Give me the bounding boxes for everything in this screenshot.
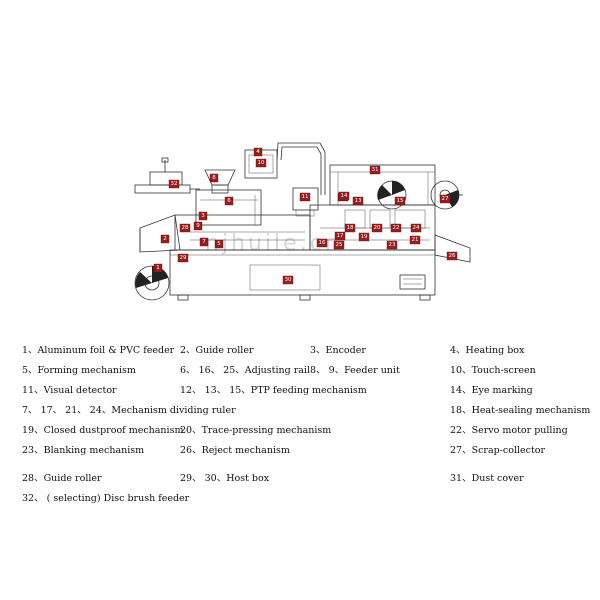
callout-24: 24: [410, 223, 422, 233]
svg-text:17: 17: [337, 233, 344, 239]
svg-text:30: 30: [285, 277, 292, 283]
legend-item: 20、Trace-pressing mechanism: [180, 425, 332, 436]
legend-item: 6、 16、 25、Adjusting rail: [180, 365, 310, 376]
callout-18: 18: [344, 223, 356, 233]
svg-text:22: 22: [393, 225, 400, 231]
callout-6: 6: [224, 196, 234, 206]
legend-item: 1、Aluminum foil & PVC feeder: [22, 345, 175, 356]
callout-20: 20: [371, 223, 383, 233]
callout-5: 5: [214, 239, 224, 249]
svg-text:13: 13: [355, 198, 362, 204]
svg-text:27: 27: [442, 196, 449, 202]
svg-text:4: 4: [256, 149, 260, 155]
svg-text:31: 31: [372, 167, 379, 173]
callout-23: 23: [386, 240, 398, 250]
svg-text:18: 18: [347, 225, 354, 231]
callout-tags: 1234567891011121314151617181920212223242…: [153, 147, 458, 285]
legend-item: 8、 9、Feeder unit: [310, 365, 400, 376]
foil-reel: [134, 265, 170, 301]
svg-text:15: 15: [397, 198, 404, 204]
legend-item: 32、 ( selecting) Disc brush feeder: [22, 493, 190, 504]
svg-text:8: 8: [212, 175, 216, 181]
svg-text:24: 24: [413, 225, 420, 231]
legend-item: 7、 17、 21、 24、Mechanism dividing ruler: [22, 405, 236, 416]
callout-15: 15: [394, 196, 406, 206]
svg-text:10: 10: [258, 160, 265, 166]
svg-text:2: 2: [163, 236, 167, 242]
machine-diagram: njhuile.cn: [134, 142, 471, 301]
callout-28: 28: [179, 223, 191, 233]
svg-text:19: 19: [361, 234, 368, 240]
callout-14: 14: [338, 191, 350, 201]
callout-31: 31: [369, 165, 381, 175]
callout-29: 29: [177, 253, 189, 263]
legend-item: 26、Reject mechanism: [180, 445, 290, 456]
callout-1: 1: [153, 263, 163, 273]
legend-item: 12、 13、 15、PTP feeding mechanism: [180, 385, 367, 396]
legend-item: 3、Encoder: [310, 345, 366, 356]
callout-21: 21: [409, 235, 421, 245]
svg-text:6: 6: [227, 198, 231, 204]
scrap-collector: [430, 180, 463, 210]
callout-8: 8: [209, 173, 219, 183]
legend-item: 14、Eye marking: [450, 385, 533, 396]
svg-text:7: 7: [202, 239, 206, 245]
visual-detector: [292, 187, 319, 217]
svg-text:1: 1: [156, 265, 160, 271]
callout-4: 4: [253, 147, 263, 157]
callout-2: 2: [160, 234, 170, 244]
legend-item: 10、Touch-screen: [450, 365, 536, 376]
svg-text:9: 9: [196, 223, 200, 229]
legend-item: 23、Blanking mechanism: [22, 445, 145, 456]
legend-item: 5、Forming mechanism: [22, 365, 136, 376]
svg-text:29: 29: [180, 255, 187, 261]
legend-item: 29、 30、Host box: [180, 473, 270, 484]
legend-item: 11、Visual detector: [22, 385, 117, 396]
callout-32: 32: [168, 179, 180, 189]
callout-9: 9: [193, 221, 203, 231]
legend: 1、Aluminum foil & PVC feeder 2、Guide rol…: [0, 330, 600, 510]
callout-30: 30: [282, 275, 294, 285]
callout-25: 25: [333, 240, 345, 250]
disc-brush-feeder: [134, 157, 200, 194]
svg-text:25: 25: [336, 242, 343, 248]
legend-item: 27、Scrap-collector: [450, 445, 546, 456]
svg-text:26: 26: [449, 253, 456, 259]
svg-text:3: 3: [201, 213, 205, 219]
callout-17: 17: [334, 231, 346, 241]
legend-item: 4、Heating box: [450, 345, 525, 356]
legend-item: 22、Servo motor pulling: [450, 425, 568, 436]
hopper: [195, 169, 262, 226]
callout-19: 19: [358, 232, 370, 242]
callout-11: 11: [299, 192, 311, 202]
legend-item: 31、Dust cover: [450, 473, 524, 484]
watermark: njhuile.cn: [205, 231, 342, 256]
svg-text:21: 21: [412, 237, 419, 243]
svg-text:20: 20: [374, 225, 381, 231]
legend-item: 28、Guide roller: [22, 473, 102, 484]
svg-text:14: 14: [341, 193, 348, 199]
svg-text:5: 5: [217, 241, 221, 247]
legend-item: 19、Closed dustproof mechanism: [22, 425, 184, 436]
svg-text:16: 16: [319, 240, 326, 246]
callout-7: 7: [199, 237, 209, 247]
svg-text:23: 23: [389, 242, 396, 248]
callout-3: 3: [198, 211, 208, 221]
legend-item: 18、Heat-sealing mechanism: [450, 405, 591, 416]
svg-text:32: 32: [171, 181, 178, 187]
callout-10: 10: [255, 158, 267, 168]
callout-16: 16: [316, 238, 328, 248]
callout-27: 27: [439, 194, 451, 204]
callout-26: 26: [446, 251, 458, 261]
callout-13: 13: [352, 196, 364, 206]
svg-text:11: 11: [302, 194, 309, 200]
svg-text:28: 28: [182, 225, 189, 231]
legend-item: 2、Guide roller: [180, 345, 254, 356]
callout-22: 22: [390, 223, 402, 233]
